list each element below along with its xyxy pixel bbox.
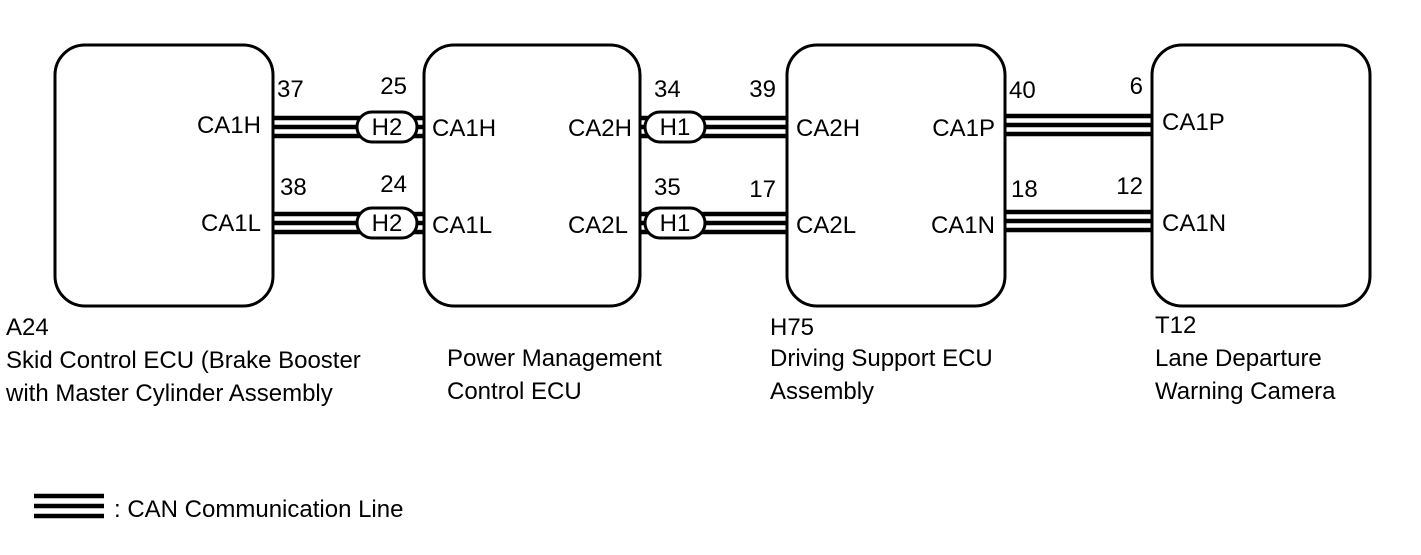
can-line-l-3: [1005, 209, 1152, 233]
ecu-name-line: Power Management: [447, 345, 662, 372]
legend-can-line-symbol: [34, 493, 104, 519]
pin-number: 17: [749, 176, 776, 203]
pin-number: 35: [654, 174, 681, 201]
terminal-label: CA2L: [796, 212, 856, 239]
power-management-ecu-box: [422, 43, 642, 308]
pin-number: 37: [277, 76, 304, 103]
connector-label: H1: [660, 210, 691, 237]
ecu-name-line: Skid Control ECU (Brake Booster: [6, 347, 361, 374]
ecu-name-line: with Master Cylinder Assembly: [5, 380, 333, 407]
terminal-label: CA1N: [1162, 210, 1226, 237]
pin-number: 18: [1011, 176, 1038, 203]
pin-number: 39: [749, 76, 776, 103]
legend-label: : CAN Communication Line: [114, 496, 403, 523]
ecu-code: T12: [1155, 312, 1196, 339]
terminal-label: CA1P: [932, 115, 995, 142]
ecu-code: H75: [770, 314, 814, 341]
connector-pill-h1-top: H1: [643, 110, 707, 144]
terminal-label: CA1H: [432, 115, 496, 142]
connector-label: H2: [372, 210, 403, 237]
pin-number: 25: [380, 73, 407, 100]
pin-number: 34: [654, 76, 681, 103]
pin-number: 12: [1116, 173, 1143, 200]
ecu-name-line: Driving Support ECU: [770, 345, 993, 372]
ecu-name-line: Control ECU: [447, 378, 582, 405]
ecu-name-line: Warning Camera: [1155, 378, 1336, 405]
driving-support-ecu-box: [785, 43, 1007, 308]
pin-number: 24: [380, 171, 407, 198]
pin-number: 38: [280, 174, 307, 201]
connector-pill-h2-bottom: H2: [355, 206, 419, 240]
can-line-h-3: [1005, 113, 1152, 137]
ecu-name-line: Lane Departure: [1155, 345, 1322, 372]
connector-pill-h1-bottom: H1: [643, 206, 707, 240]
terminal-label: CA2H: [568, 115, 632, 142]
connector-label: H1: [660, 114, 691, 141]
skid-control-ecu-box: [53, 43, 275, 308]
terminal-label: CA1P: [1162, 109, 1225, 136]
terminal-label: CA2H: [796, 115, 860, 142]
terminal-label: CA1N: [931, 212, 995, 239]
pin-number: 40: [1009, 77, 1036, 104]
terminal-label: CA1H: [197, 112, 261, 139]
ecu-code: A24: [6, 314, 49, 341]
connector-label: H2: [372, 114, 403, 141]
lane-departure-camera-box: [1150, 43, 1372, 308]
pin-number: 6: [1130, 73, 1143, 100]
ecu-name-line: Assembly: [770, 378, 874, 405]
terminal-label: CA1L: [201, 210, 261, 237]
terminal-label: CA1L: [432, 212, 492, 239]
terminal-label: CA2L: [568, 212, 628, 239]
connector-pill-h2-top: H2: [355, 110, 419, 144]
